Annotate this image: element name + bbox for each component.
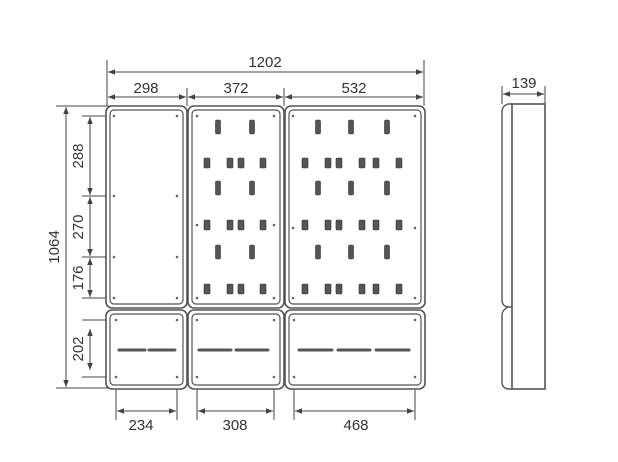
mounting-hole bbox=[291, 226, 295, 230]
mounting-hole bbox=[272, 296, 276, 300]
terminal-vertical bbox=[384, 119, 390, 135]
mounting-hole bbox=[413, 226, 417, 230]
depth-label: 139 bbox=[511, 75, 536, 92]
mounting-hole bbox=[292, 318, 296, 322]
mounting-hole bbox=[413, 318, 417, 322]
mounting-hole bbox=[175, 318, 179, 322]
terminal-small bbox=[335, 283, 343, 295]
mounting-hole bbox=[114, 318, 118, 322]
overall-height-label: 1064 bbox=[46, 230, 63, 263]
terminal-small bbox=[301, 283, 309, 295]
terminal-vertical bbox=[348, 244, 354, 260]
terminal-vertical bbox=[384, 244, 390, 260]
terminal-vertical bbox=[315, 180, 321, 196]
terminal-small bbox=[226, 157, 234, 169]
mounting-hole bbox=[112, 296, 116, 300]
front-view bbox=[105, 105, 426, 390]
terminal-small bbox=[358, 157, 366, 169]
terminal-small bbox=[203, 157, 211, 169]
terminal-small bbox=[358, 219, 366, 231]
mounting-hole bbox=[195, 223, 199, 227]
terminal-vertical bbox=[249, 180, 255, 196]
terminal-small bbox=[324, 283, 332, 295]
terminal-small bbox=[259, 219, 267, 231]
hole-spacing-1-label: 234 bbox=[128, 417, 153, 434]
terminal-small bbox=[335, 219, 343, 231]
terminal-vertical bbox=[215, 119, 221, 135]
mounting-hole bbox=[195, 296, 199, 300]
mounting-hole bbox=[114, 375, 118, 379]
terminal-small bbox=[237, 157, 245, 169]
mounting-hole bbox=[272, 114, 276, 118]
terminal-vertical bbox=[315, 119, 321, 135]
mounting-hole bbox=[175, 375, 179, 379]
terminal-vertical bbox=[249, 244, 255, 260]
spacing-3-label: 176 bbox=[70, 265, 87, 290]
mounting-hole bbox=[175, 114, 179, 118]
mounting-hole bbox=[413, 375, 417, 379]
terminal-small bbox=[301, 219, 309, 231]
side-view bbox=[501, 103, 546, 390]
terminal-small bbox=[395, 157, 403, 169]
mounting-hole bbox=[291, 114, 295, 118]
mounting-hole bbox=[175, 194, 179, 198]
terminal-small bbox=[335, 157, 343, 169]
terminal-vertical bbox=[348, 119, 354, 135]
mounting-hole bbox=[292, 375, 296, 379]
extension-lines bbox=[56, 60, 546, 420]
terminal-small bbox=[203, 219, 211, 231]
terminal-small bbox=[301, 157, 309, 169]
mounting-hole bbox=[175, 296, 179, 300]
mounting-hole bbox=[272, 318, 276, 322]
terminal-small bbox=[324, 157, 332, 169]
mounting-hole bbox=[195, 375, 199, 379]
section-width-1-label: 298 bbox=[133, 80, 158, 97]
mounting-hole bbox=[413, 114, 417, 118]
mounting-hole bbox=[195, 114, 199, 118]
terminal-small bbox=[237, 283, 245, 295]
mounting-hole bbox=[272, 375, 276, 379]
terminal-vertical bbox=[215, 180, 221, 196]
mounting-hole bbox=[112, 194, 116, 198]
mounting-hole bbox=[175, 255, 179, 259]
terminal-small bbox=[324, 219, 332, 231]
section-width-2-label: 372 bbox=[223, 80, 248, 97]
terminal-vertical bbox=[348, 180, 354, 196]
terminal-vertical bbox=[215, 244, 221, 260]
terminal-small bbox=[358, 283, 366, 295]
mounting-hole bbox=[272, 223, 276, 227]
overall-width-label: 1202 bbox=[248, 54, 281, 71]
terminal-small bbox=[259, 157, 267, 169]
mounting-hole bbox=[413, 296, 417, 300]
terminal-vertical bbox=[315, 244, 321, 260]
spacing-4-label: 202 bbox=[70, 336, 87, 361]
terminal-small bbox=[226, 219, 234, 231]
terminal-small bbox=[259, 283, 267, 295]
section-width-3-label: 532 bbox=[341, 80, 366, 97]
terminal-small bbox=[237, 219, 245, 231]
hole-spacing-2-label: 308 bbox=[222, 417, 247, 434]
terminal-small bbox=[395, 283, 403, 295]
terminal-small bbox=[372, 157, 380, 169]
terminal-small bbox=[372, 283, 380, 295]
mounting-hole bbox=[112, 255, 116, 259]
hole-spacing-3-label: 468 bbox=[343, 417, 368, 434]
terminal-small bbox=[226, 283, 234, 295]
terminal-small bbox=[372, 219, 380, 231]
dimension-lines bbox=[63, 69, 544, 414]
spacing-1-label: 288 bbox=[70, 143, 87, 168]
mounting-hole bbox=[291, 296, 295, 300]
mounting-hole bbox=[195, 318, 199, 322]
terminal-small bbox=[395, 219, 403, 231]
terminal-small bbox=[203, 283, 211, 295]
spacing-2-label: 270 bbox=[70, 214, 87, 239]
terminal-vertical bbox=[384, 180, 390, 196]
mounting-hole bbox=[112, 114, 116, 118]
terminal-vertical bbox=[249, 119, 255, 135]
